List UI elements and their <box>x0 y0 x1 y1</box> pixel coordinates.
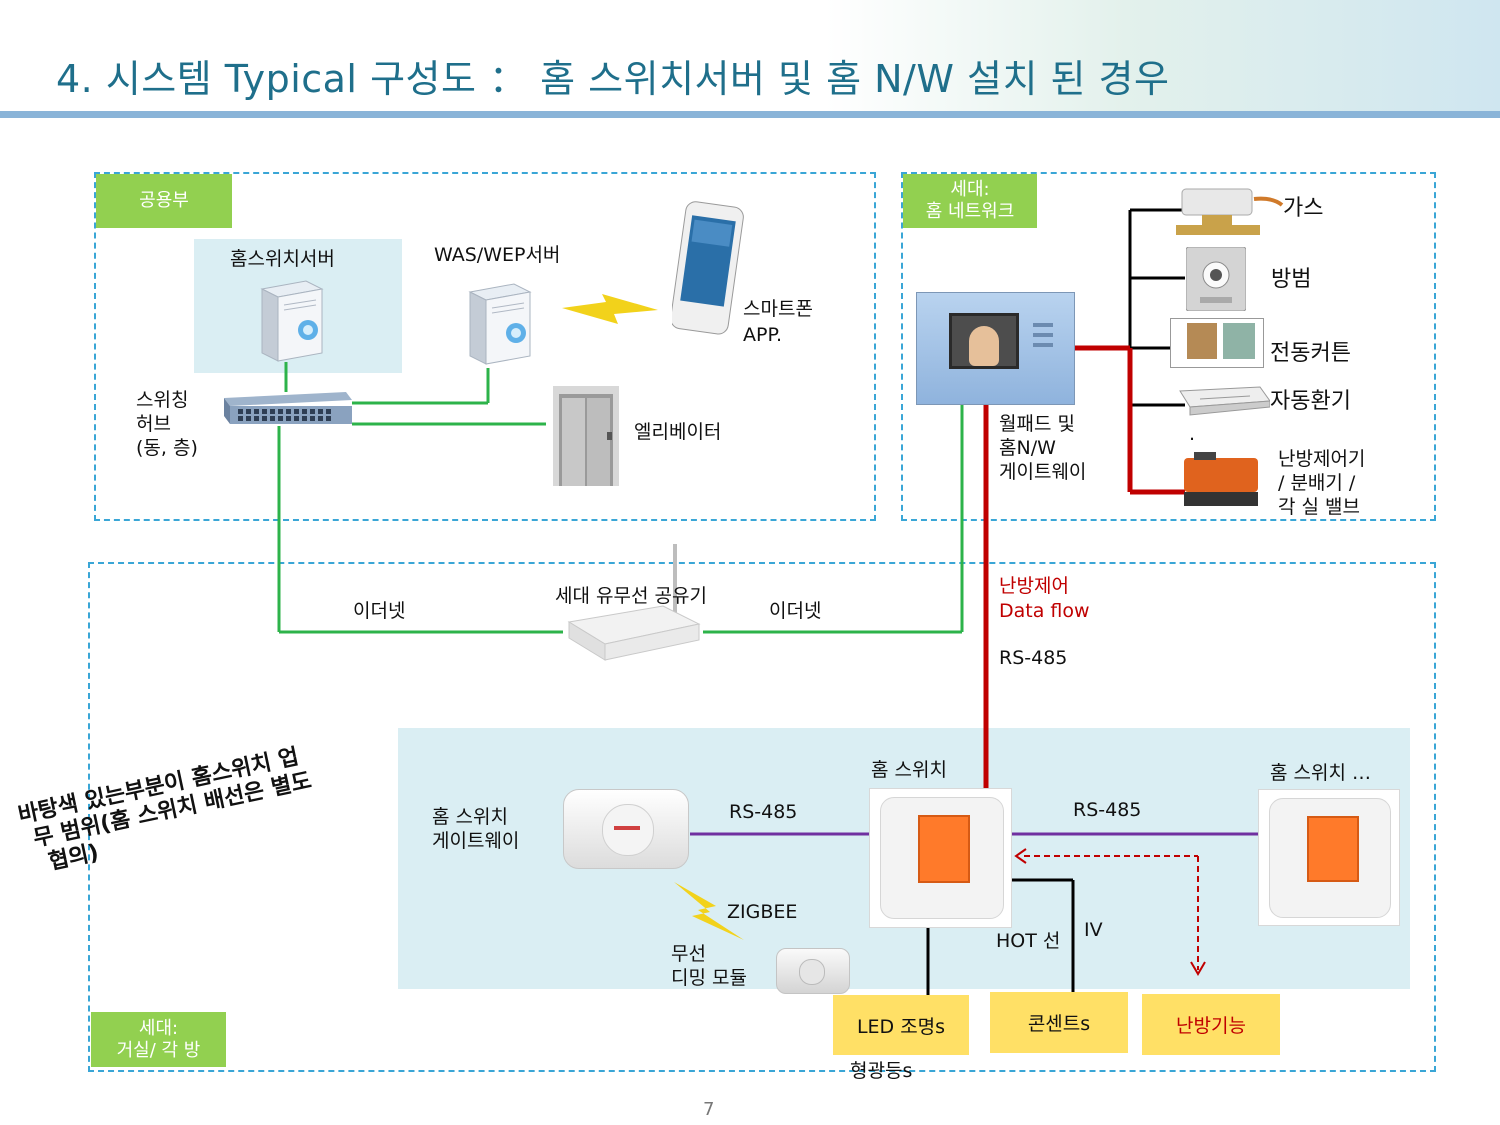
wireless-lightning-icon <box>562 294 658 324</box>
ventilation-dot: . <box>1189 423 1196 445</box>
zigbee-lightning-icon <box>674 882 744 940</box>
smartphone-icon <box>672 201 744 335</box>
smartphone-label-2: APP. <box>743 324 782 346</box>
household-network-label-1: 세대: <box>950 179 990 200</box>
fluorescent-label: 형광등s <box>850 1060 913 1082</box>
dimming-module-icon <box>776 948 850 994</box>
gas-label: 가스 <box>1283 196 1324 221</box>
home-switch-right-label: 홈 스위치 … <box>1270 762 1371 784</box>
wallpad-label-2: 홈N/W <box>999 437 1056 459</box>
ventilation-label: 자동환기 <box>1270 389 1351 414</box>
switching-hub-icon <box>224 392 352 424</box>
wallpad-screen <box>949 313 1019 369</box>
household-network-tag: 세대: 홈 네트워크 <box>903 174 1037 228</box>
heating-label-3: 각 실 밸브 <box>1278 496 1360 518</box>
gas-valve-icon <box>1176 188 1284 235</box>
heating-label-2: / 분배기 / <box>1278 472 1356 494</box>
heating-flow-label-1: 난방제어 <box>999 575 1069 597</box>
switch-gateway-label-2: 게이트웨이 <box>432 830 520 852</box>
page-number: 7 <box>703 1099 715 1120</box>
elevator-label: 엘리베이터 <box>634 421 722 443</box>
security-label: 방범 <box>1271 267 1312 292</box>
household-rooms-label-2: 거실/ 각 방 <box>116 1039 201 1061</box>
wallpad-face <box>969 326 999 366</box>
header-background <box>0 0 1500 115</box>
wallpad-icon <box>916 292 1075 405</box>
switch-gateway-icon <box>563 789 689 869</box>
wallpad-label-3: 게이트웨이 <box>999 461 1087 483</box>
home-switch-server-label: 홈스위치서버 <box>230 248 335 270</box>
server-icon <box>468 283 532 365</box>
household-rooms-box <box>88 562 1436 1072</box>
led-light-label: LED 조명s <box>856 1015 946 1038</box>
dimming-label-1: 무선 <box>671 943 706 965</box>
heating-actuator-icon <box>1184 452 1258 506</box>
security-camera-icon <box>1186 247 1246 311</box>
switch-gateway-label-1: 홈 스위치 <box>432 806 508 828</box>
home-switch-center-label: 홈 스위치 <box>871 759 947 781</box>
ventilation-icon <box>1179 386 1270 416</box>
rs485-left-label: RS-485 <box>729 801 798 823</box>
common-area-box <box>94 172 876 521</box>
iv-label: IV <box>1084 919 1103 941</box>
server-icon <box>260 280 324 362</box>
home-switch-right-device[interactable] <box>1258 789 1400 926</box>
ethernet-right-label: 이더넷 <box>769 600 822 622</box>
switching-hub-label-3: (동, 층) <box>136 437 198 459</box>
ethernet-left-label: 이더넷 <box>353 600 406 622</box>
hot-line-label: HOT 선 <box>996 930 1061 952</box>
heating-label-1: 난방제어기 <box>1278 448 1366 470</box>
switching-hub-label-1: 스위칭 <box>136 389 189 411</box>
rs485-vertical-label: RS-485 <box>999 647 1068 669</box>
heating-function-label: 난방기능 <box>1176 1015 1246 1037</box>
curtain-icon <box>1170 318 1264 368</box>
title-rule <box>0 111 1500 118</box>
common-area-tag: 공용부 <box>96 174 232 228</box>
outlet-box: 콘센트s <box>990 992 1128 1053</box>
home-switch-display <box>918 815 970 883</box>
household-rooms-label-1: 세대: <box>138 1017 179 1039</box>
common-area-label: 공용부 <box>139 190 189 211</box>
heating-flow-label-2: Data flow <box>999 600 1090 622</box>
home-switch-display <box>1307 816 1359 882</box>
household-network-label-2: 홈 네트워크 <box>925 201 1015 222</box>
household-network-box <box>901 172 1436 521</box>
wallpad-label-1: 월패드 및 <box>999 413 1075 435</box>
zigbee-label: ZIGBEE <box>727 901 798 923</box>
household-rooms-tag: 세대: 거실/ 각 방 <box>91 1012 226 1067</box>
led-light-box: LED 조명s <box>833 995 969 1055</box>
home-switch-center-device[interactable] <box>869 788 1012 928</box>
router-icon <box>567 544 701 661</box>
smartphone-label-1: 스마트폰 <box>743 298 813 320</box>
outlet-label: 콘센트s <box>1027 1013 1091 1035</box>
switching-hub-label-2: 허브 <box>136 413 171 435</box>
heating-function-box: 난방기능 <box>1142 994 1280 1055</box>
curtain-label: 전동커튼 <box>1270 341 1351 366</box>
router-label: 세대 유무선 공유기 <box>555 585 707 607</box>
elevator-icon <box>553 386 619 486</box>
dimming-label-2: 디밍 모듈 <box>671 967 747 989</box>
page-title: 4. 시스템 Typical 구성도 ： 홈 스위치서버 및 홈 N/W 설치 … <box>56 57 1170 101</box>
rs485-right-label: RS-485 <box>1073 799 1142 821</box>
was-wep-server-label: WAS/WEP서버 <box>434 244 561 266</box>
